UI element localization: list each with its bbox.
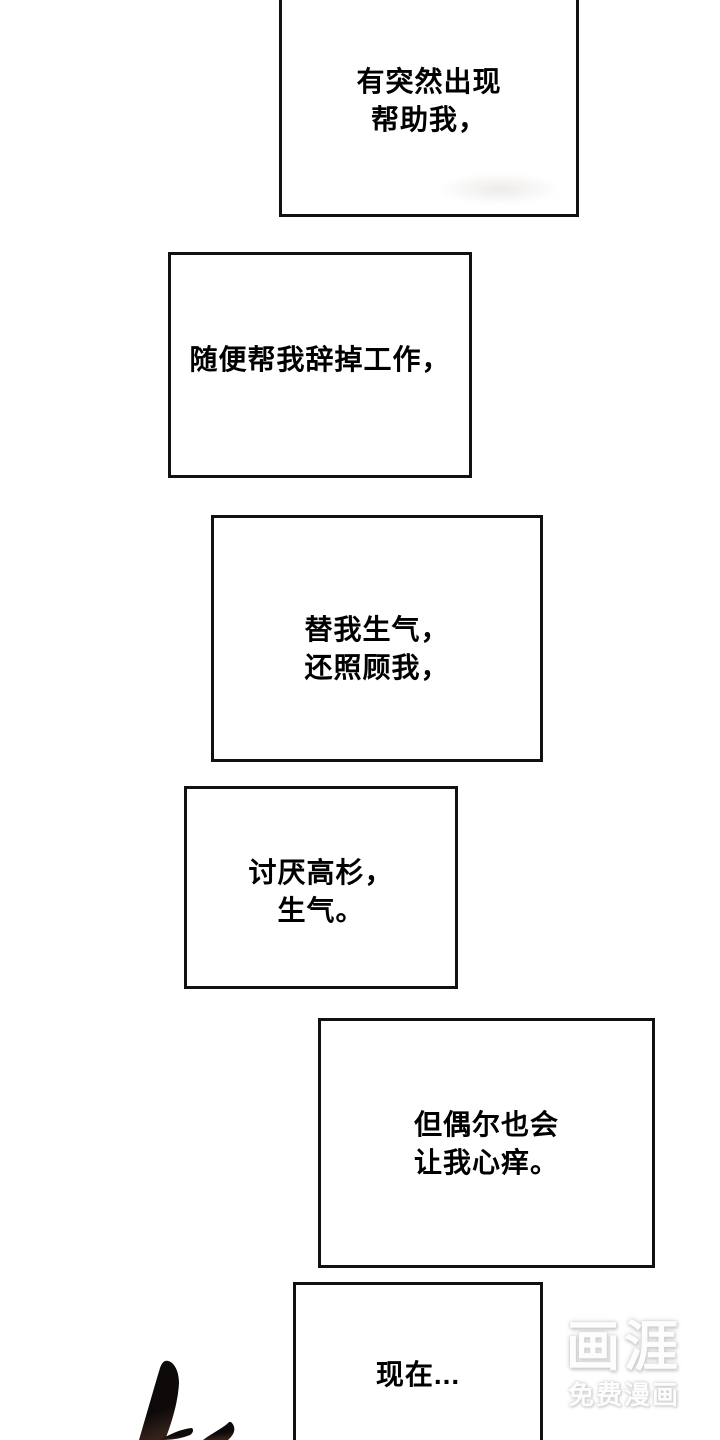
panel-line: 替我生气， — [304, 614, 450, 645]
hair-strokes-artwork — [139, 1360, 235, 1440]
huaya-watermark: 画涯 免费漫画 — [563, 1318, 685, 1408]
watermark-logo: 画涯 — [566, 1317, 682, 1377]
faint-sketch-smudge — [437, 173, 562, 205]
narration-text: 有突然出现 帮助我， — [282, 63, 576, 139]
panel-line: 现在... — [375, 1359, 461, 1390]
narration-text: 讨厌高杉， 生气。 — [187, 854, 455, 930]
narration-text: 随便帮我辞掉工作， — [171, 341, 469, 379]
panel-line: 帮助我， — [370, 104, 487, 135]
narration-text: 但偶尔也会 让我心痒。 — [321, 1106, 652, 1182]
panel-line: 但偶尔也会 — [413, 1109, 559, 1140]
watermark-tagline: 免费漫画 — [567, 1380, 680, 1410]
hair-stroke-flick — [160, 1428, 194, 1440]
comic-panel-2: 随便帮我辞掉工作， — [168, 252, 472, 478]
panel-line: 生气。 — [277, 895, 365, 926]
narration-text: 现在... — [296, 1356, 540, 1394]
comic-panel-1: 有突然出现 帮助我， — [279, 0, 579, 217]
comic-panel-5: 但偶尔也会 让我心痒。 — [318, 1018, 655, 1268]
panel-line: 随便帮我辞掉工作， — [189, 344, 451, 375]
panel-line: 让我心痒。 — [413, 1147, 559, 1178]
narration-text: 替我生气， 还照顾我， — [214, 611, 540, 687]
hair-stroke-large — [139, 1360, 179, 1440]
comic-panel-6: 现在... — [293, 1282, 543, 1440]
panel-line: 讨厌高杉， — [248, 857, 394, 888]
panel-line: 还照顾我， — [304, 652, 450, 683]
hair-stroke-small — [203, 1421, 235, 1440]
comic-panel-3: 替我生气， 还照顾我， — [211, 515, 543, 762]
panel-line: 有突然出现 — [356, 66, 502, 97]
comic-panel-4: 讨厌高杉， 生气。 — [184, 786, 458, 989]
